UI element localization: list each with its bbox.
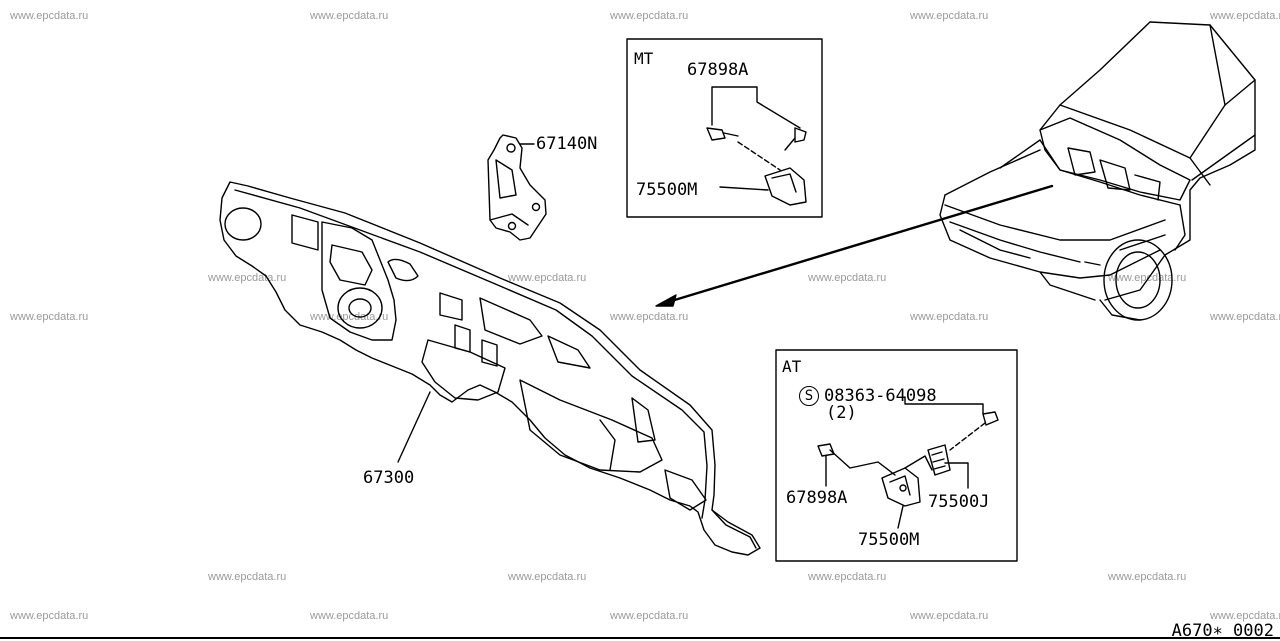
label-at-75500J: 75500J (928, 492, 990, 512)
label-67300: 67300 (363, 468, 415, 488)
watermark-text: www.epcdata.ru (310, 610, 389, 622)
at-box-title: AT (782, 357, 802, 376)
label-at-75500M: 75500M (858, 530, 920, 550)
watermark-text: www.epcdata.ru (610, 311, 689, 323)
at-parts (817, 396, 999, 529)
watermark-text: www.epcdata.ru (910, 10, 989, 22)
location-arrow (655, 184, 1054, 307)
watermark-text: www.epcdata.ru (1210, 610, 1280, 622)
watermark-text: www.epcdata.ru (610, 610, 689, 622)
label-67140N: 67140N (536, 134, 598, 154)
watermark-text: www.epcdata.ru (208, 272, 287, 284)
leader-67300 (397, 391, 431, 463)
label-at-qty: (2) (826, 403, 857, 423)
mt-parts (706, 86, 807, 206)
watermark-text: www.epcdata.ru (10, 10, 89, 22)
watermark-text: www.epcdata.ru (1210, 10, 1280, 22)
watermark-text: www.epcdata.ru (1210, 311, 1280, 323)
watermark-text: www.epcdata.ru (808, 571, 887, 583)
watermark-text: www.epcdata.ru (208, 571, 287, 583)
bracket-part (487, 134, 547, 241)
at-detail-box (775, 349, 1018, 562)
watermark-text: www.epcdata.ru (610, 10, 689, 22)
screw-symbol-icon: S (799, 386, 819, 406)
watermark-text: www.epcdata.ru (10, 311, 89, 323)
label-at-08363-64098: 08363-64098 (824, 386, 937, 406)
diagram-code: A670∗ 0002 (1171, 621, 1274, 641)
label-mt-67898A: 67898A (687, 60, 749, 80)
watermark-text: www.epcdata.ru (910, 610, 989, 622)
bottom-rule (0, 637, 1280, 639)
watermark-text: www.epcdata.ru (808, 272, 887, 284)
label-mt-75500M: 75500M (636, 180, 698, 200)
mt-box-title: MT (634, 49, 654, 68)
vehicle-outline (939, 21, 1256, 321)
watermark-text: www.epcdata.ru (910, 311, 989, 323)
mt-detail-box (626, 38, 823, 218)
watermark-text: www.epcdata.ru (508, 571, 587, 583)
watermark-text: www.epcdata.ru (10, 610, 89, 622)
dash-insulator-part (219, 181, 761, 556)
label-at-67898A: 67898A (786, 488, 848, 508)
watermark-text: www.epcdata.ru (508, 272, 587, 284)
watermark-text: www.epcdata.ru (310, 10, 389, 22)
watermark-text: www.epcdata.ru (1108, 272, 1187, 284)
watermark-text: www.epcdata.ru (1108, 571, 1187, 583)
